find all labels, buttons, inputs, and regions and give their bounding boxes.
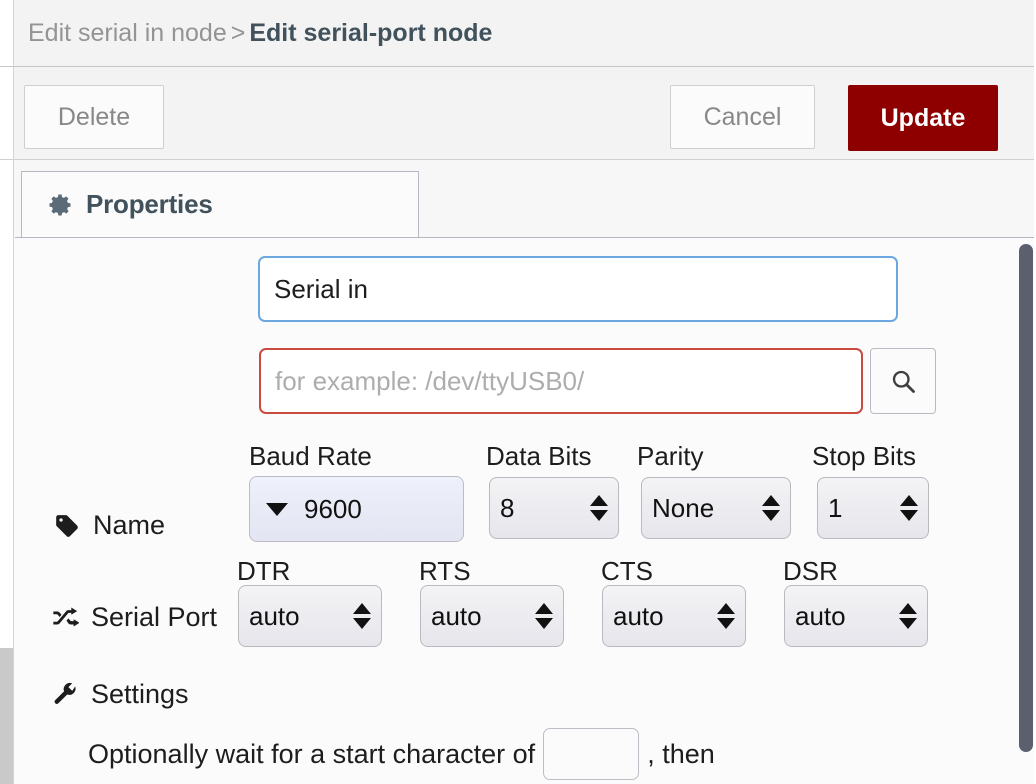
tab-underline	[15, 237, 1036, 238]
serial-port-search-button[interactable]	[870, 348, 936, 414]
vertical-scrollbar-thumb[interactable]	[1019, 244, 1033, 752]
parity-value: None	[652, 492, 715, 523]
data-bits-select[interactable]: 8	[489, 477, 619, 539]
settings-label: Settings	[50, 679, 189, 710]
start-character-text-before: Optionally wait for a start character of	[88, 738, 536, 769]
breadcrumb-current: Edit serial-port node	[249, 19, 493, 47]
cts-value: auto	[613, 600, 664, 631]
dialog-header: Edit serial in node>Edit serial-port nod…	[0, 0, 1036, 67]
settings-label-text: Settings	[91, 679, 189, 709]
dsr-select[interactable]: auto	[784, 585, 928, 647]
cancel-button[interactable]: Cancel	[670, 85, 815, 149]
spinner-icon	[717, 603, 735, 629]
gear-icon	[46, 191, 74, 219]
wrench-icon	[50, 681, 80, 708]
outer-scrollbar-thumb[interactable]	[0, 648, 13, 784]
dsr-value: auto	[795, 600, 846, 631]
cts-label: CTS	[601, 556, 653, 586]
spinner-icon	[535, 603, 553, 629]
spinner-icon	[762, 495, 780, 521]
cts-select[interactable]: auto	[602, 585, 746, 647]
breadcrumb: Edit serial in node>Edit serial-port nod…	[28, 17, 492, 49]
header-left-edge	[0, 0, 14, 66]
tab-properties[interactable]: Properties	[21, 171, 419, 238]
update-button[interactable]: Update	[848, 85, 998, 151]
action-bar-left-edge	[0, 67, 14, 159]
breadcrumb-separator: >	[230, 19, 246, 47]
form-left-edge	[0, 238, 14, 784]
right-edge	[1034, 0, 1036, 784]
spinner-icon	[900, 495, 918, 521]
stop-bits-select[interactable]: 1	[817, 477, 929, 539]
start-character-row: Optionally wait for a start character of…	[88, 728, 715, 780]
spinner-icon	[353, 603, 371, 629]
name-input[interactable]	[258, 256, 898, 322]
search-icon	[892, 370, 915, 393]
tab-bar-filler	[419, 171, 1036, 238]
breadcrumb-parent-link[interactable]: Edit serial in node	[28, 19, 227, 47]
tab-bar-left-edge	[0, 160, 14, 238]
rts-select[interactable]: auto	[420, 585, 564, 647]
spinner-icon	[899, 603, 917, 629]
chevron-down-icon	[266, 502, 288, 516]
start-character-input[interactable]	[543, 728, 640, 780]
spinner-icon	[590, 495, 608, 521]
tag-icon	[52, 513, 82, 539]
parity-select[interactable]: None	[641, 477, 791, 539]
name-label: Name	[52, 510, 165, 541]
name-label-text: Name	[93, 510, 166, 540]
dtr-select[interactable]: auto	[238, 585, 382, 647]
serial-port-label-text: Serial Port	[91, 602, 218, 632]
rts-value: auto	[431, 600, 482, 631]
serial-port-label: Serial Port	[50, 602, 217, 633]
delete-button[interactable]: Delete	[24, 85, 164, 149]
baud-rate-select[interactable]: 9600	[249, 476, 464, 542]
stop-bits-value: 1	[828, 492, 843, 523]
start-character-text-after: , then	[647, 738, 715, 769]
dtr-label: DTR	[237, 556, 291, 586]
data-bits-value: 8	[500, 492, 515, 523]
dsr-label: DSR	[783, 556, 838, 586]
tab-properties-label: Properties	[86, 189, 213, 219]
serial-port-input[interactable]	[259, 348, 863, 414]
stop-bits-label: Stop Bits	[812, 441, 917, 471]
data-bits-label: Data Bits	[486, 441, 592, 471]
rts-label: RTS	[419, 556, 471, 586]
shuffle-icon	[50, 605, 80, 631]
baud-rate-value: 9600	[304, 493, 362, 524]
baud-rate-label: Baud Rate	[249, 441, 372, 471]
parity-label: Parity	[637, 441, 704, 471]
dtr-value: auto	[249, 600, 300, 631]
dialog-action-bar: Delete Cancel Update	[0, 67, 1036, 160]
tab-bar: Properties	[0, 160, 1036, 390]
